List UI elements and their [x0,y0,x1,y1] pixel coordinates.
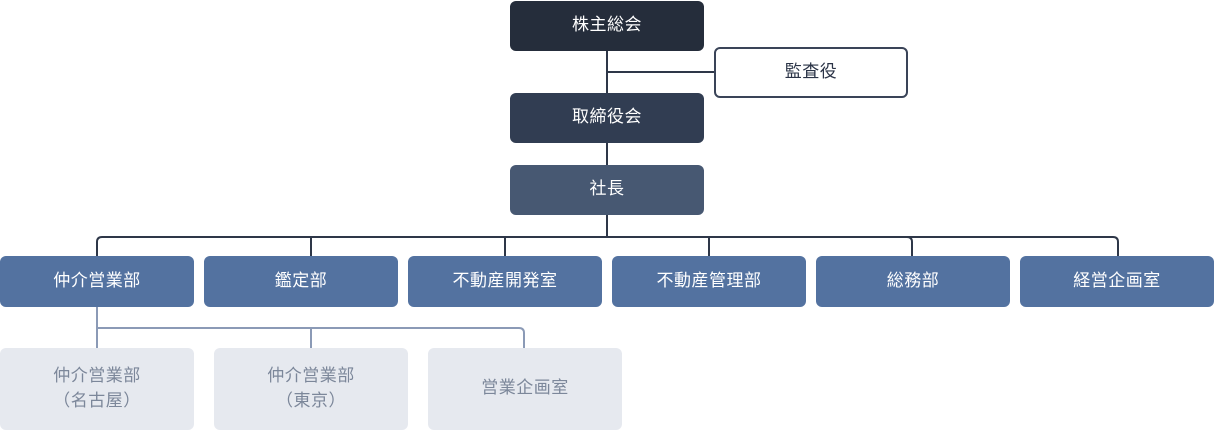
sub-unit-location: （名古屋） [53,391,141,411]
department-label: 不動産管理部 [656,270,762,291]
department-box: 鑑定部 [204,256,398,307]
department-label: 鑑定部 [274,270,328,291]
department-label: 不動産開発室 [452,270,558,291]
department-box: 経営企画室 [1020,256,1214,307]
sub-unit-box: 営業企画室 [428,348,622,430]
sub-unit-label: 仲介営業部 [53,365,141,386]
department-box: 不動産開発室 [408,256,602,307]
connector-dept-5 [906,236,913,256]
department-box: 仲介営業部 [0,256,194,307]
auditor-box: 監査役 [714,47,908,98]
shareholders-label: 株主総会 [572,15,642,36]
board-label: 取締役会 [572,107,642,128]
sub-unit-location: （東京） [276,391,346,411]
department-label: 総務部 [886,270,940,291]
department-label: 経営企画室 [1073,270,1161,291]
shareholders-box: 株主総会 [510,1,704,51]
department-label: 仲介営業部 [53,270,141,291]
auditor-label: 監査役 [784,61,838,82]
board-box: 取締役会 [510,93,704,143]
president-box: 社長 [510,165,704,215]
sub-unit-label: 仲介営業部 [267,365,355,386]
sub-unit-box: 仲介営業部 （名古屋） [0,348,194,430]
president-label: 社長 [589,179,625,200]
sub-unit-label: 営業企画室 [481,378,569,399]
connector-department-bus [96,236,1119,256]
sub-unit-box: 仲介営業部 （東京） [214,348,408,430]
department-box: 総務部 [816,256,1010,307]
connector-subunit-bus [96,306,525,348]
department-box: 不動産管理部 [612,256,806,307]
